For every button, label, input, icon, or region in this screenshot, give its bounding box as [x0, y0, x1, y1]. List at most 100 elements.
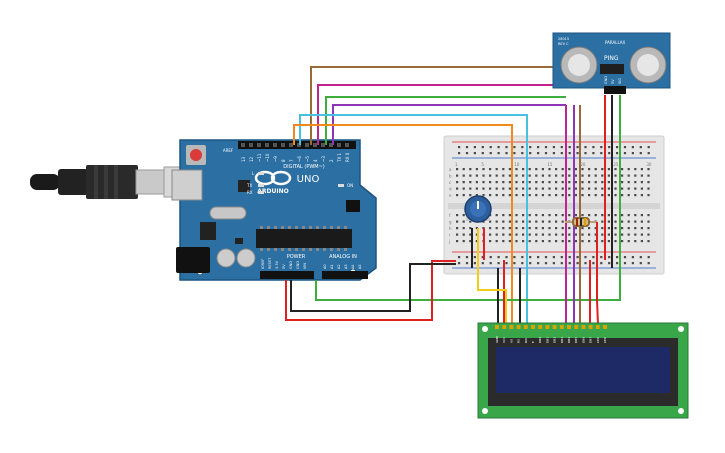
breadboard-hole [574, 174, 577, 177]
breadboard-hole [647, 181, 650, 184]
breadboard-hole [627, 187, 630, 190]
breadboard-hole [592, 256, 595, 259]
breadboard-hole [647, 146, 650, 149]
breadboard-hole [521, 146, 524, 149]
breadboard-hole [489, 240, 492, 243]
breadboard-hole [548, 214, 551, 217]
breadboard-hole [462, 220, 465, 223]
breadboard-hole [456, 240, 459, 243]
breadboard-hole [584, 152, 587, 155]
breadboard-hole [616, 146, 619, 149]
lcd-pin-label: DB0 [538, 337, 542, 343]
breadboard-hole [581, 168, 584, 171]
breadboard-hole [568, 240, 571, 243]
breadboard-hole [640, 187, 643, 190]
breadboard-hole [489, 262, 492, 265]
breadboard-hole [465, 256, 469, 259]
digital-pin-label: TX 1 [337, 153, 342, 163]
lcd-pin [559, 325, 564, 329]
breadboard-hole [561, 194, 564, 197]
breadboard-column-label: 20 [580, 162, 586, 167]
breadboard-hole [456, 187, 459, 190]
breadboard-hole [621, 227, 624, 230]
breadboard-hole [528, 227, 531, 230]
breadboard-hole [594, 194, 597, 197]
breadboard-hole [541, 227, 544, 230]
breadboard-hole [456, 174, 459, 177]
breadboard-hole [465, 262, 469, 265]
breadboard-hole [614, 168, 617, 171]
breadboard-hole [568, 174, 571, 177]
breadboard-hole [647, 194, 650, 197]
breadboard-hole [634, 227, 637, 230]
breadboard-hole [561, 181, 564, 184]
breadboard-hole [555, 194, 558, 197]
breadboard-hole [458, 152, 461, 155]
breadboard-hole [640, 194, 643, 197]
breadboard-hole [576, 146, 579, 149]
breadboard-hole [639, 262, 642, 265]
breadboard-hole [462, 187, 465, 190]
breadboard-hole [574, 187, 577, 190]
led-l-label: L [252, 171, 255, 176]
digital-pin-label: ~3 [321, 156, 326, 162]
breadboard-hole [647, 233, 650, 236]
breadboard-hole [469, 240, 472, 243]
breadboard-hole [614, 181, 617, 184]
analog-pin-label: A0 [323, 264, 327, 269]
breadboard-hole [640, 240, 643, 243]
breadboard-hole [548, 220, 551, 223]
breadboard-hole [528, 220, 531, 223]
breadboard-hole [489, 187, 492, 190]
breadboard-hole [576, 256, 579, 259]
breadboard-hole [481, 262, 484, 265]
breadboard-hole [537, 256, 540, 259]
digital-pin-label: ~6 [297, 156, 302, 162]
breadboard-hole [608, 256, 611, 259]
breadboard-hole [631, 256, 634, 259]
breadboard-hole [515, 233, 518, 236]
led-rx-label: RX [247, 190, 253, 195]
power-pin-label: GND [296, 261, 300, 269]
lcd-pin [552, 325, 557, 329]
breadboard-hole [489, 194, 492, 197]
breadboard-hole [607, 168, 610, 171]
breadboard-hole [592, 152, 595, 155]
lcd-pin-label: LED [603, 336, 607, 343]
breadboard-hole [555, 233, 558, 236]
breadboard-column-label: 5 [481, 162, 484, 167]
breadboard-hole [601, 214, 604, 217]
breadboard-hole [607, 233, 610, 236]
breadboard-hole [489, 220, 492, 223]
breadboard-hole [508, 168, 511, 171]
breadboard-hole [537, 152, 540, 155]
breadboard-hole [574, 194, 577, 197]
breadboard-hole [561, 233, 564, 236]
lcd-pin-label: RS [517, 339, 521, 343]
lcd-pin [588, 325, 593, 329]
breadboard-hole [502, 168, 505, 171]
breadboard-hole [529, 262, 532, 265]
breadboard-hole [541, 174, 544, 177]
breadboard-hole [640, 174, 643, 177]
lcd-pin [574, 325, 579, 329]
lcd-pin-label: DB1 [545, 337, 549, 343]
breadboard-hole [502, 240, 505, 243]
breadboard-hole [607, 220, 610, 223]
sensor-pin-label: 5V [611, 79, 615, 84]
breadboard-hole [513, 146, 516, 149]
breadboard-hole [601, 220, 604, 223]
lcd-pin [545, 325, 550, 329]
breadboard-hole [588, 240, 591, 243]
breadboard-row-label: d [449, 187, 452, 192]
breadboard-hole [456, 227, 459, 230]
usb-plug-icon [30, 165, 197, 199]
breadboard-hole [568, 227, 571, 230]
analog-pin-label: A5 [358, 264, 362, 269]
breadboard-hole [521, 256, 524, 259]
arduino-model: UNO [297, 174, 320, 185]
breadboard-hole [601, 174, 604, 177]
breadboard-hole [505, 152, 508, 155]
aref-label: AREF [223, 148, 234, 153]
breadboard-column-label: 10 [514, 162, 520, 167]
